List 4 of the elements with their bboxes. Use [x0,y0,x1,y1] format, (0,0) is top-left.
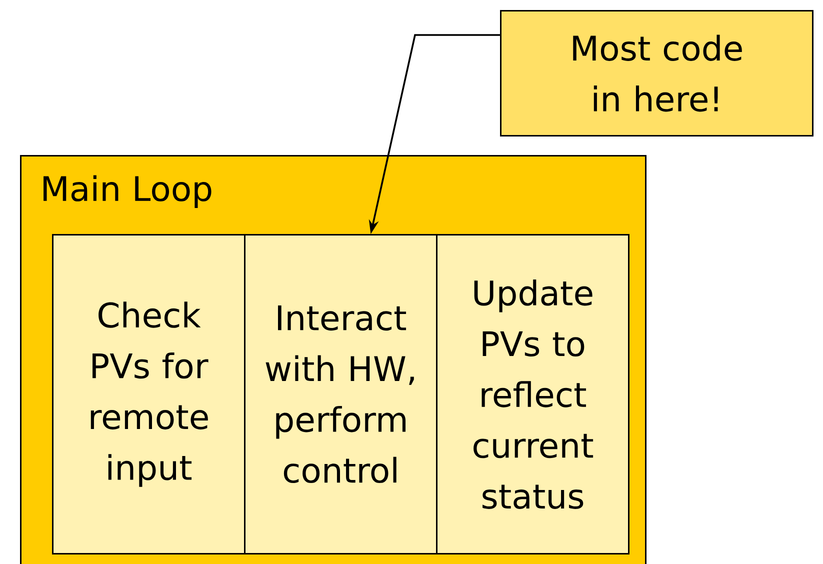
callout-box: Most code in here! [500,10,814,136]
step-box: Update PVs to reflect current status [436,234,630,554]
step-box: Check PVs for remote input [52,234,246,554]
step-box: Interact with HW, perform control [244,234,438,554]
